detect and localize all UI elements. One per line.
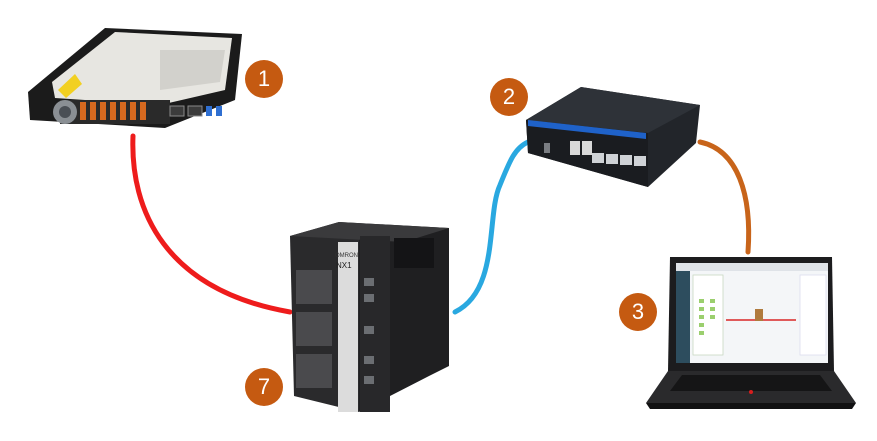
plc-model-label: NX1 <box>336 261 352 270</box>
cable-robot-to-plc <box>130 133 293 315</box>
step-badge-1: 1 <box>245 60 283 98</box>
cable-plc-to-switch <box>452 139 531 315</box>
plc-controller-image <box>290 222 449 412</box>
plc-brand-label: OMRON <box>335 253 358 259</box>
step-badge-7: 7 <box>245 368 283 406</box>
laptop-image <box>646 257 856 409</box>
cable-switch-to-laptop <box>697 139 752 255</box>
network-switch-image <box>526 87 700 187</box>
step-badge-2: 2 <box>490 78 528 116</box>
step-badge-3: 3 <box>619 293 657 331</box>
robot-controller-image <box>28 28 242 128</box>
